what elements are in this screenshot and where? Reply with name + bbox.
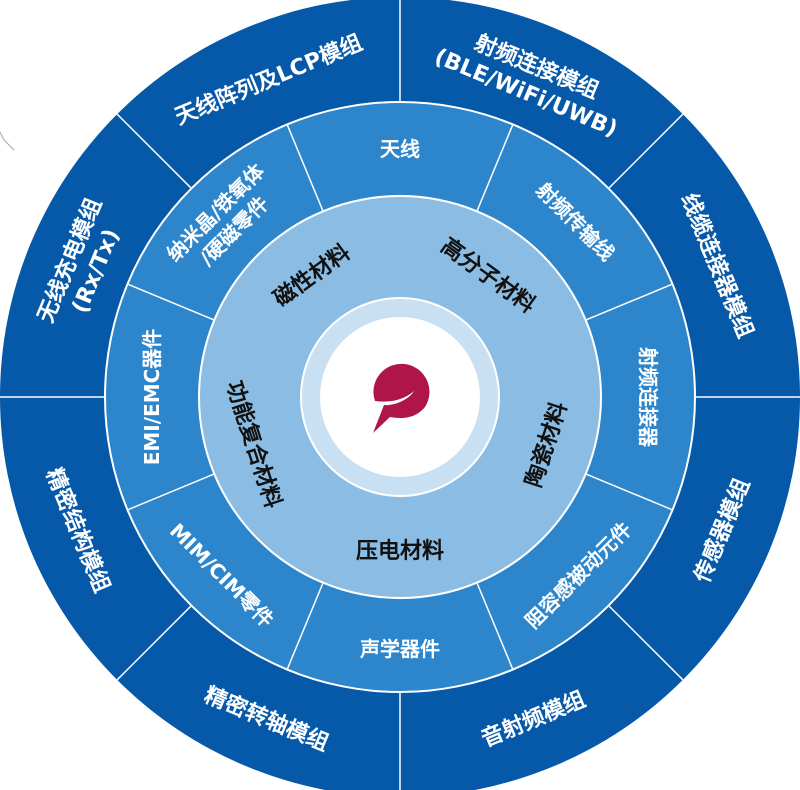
core [302,299,498,495]
middle-ring-divider [476,583,514,669]
middle-ring-divider [128,473,214,511]
frame-corner-line [0,131,15,151]
outer-ring-divider [116,605,192,681]
middle-ring-label: 声学器件 [359,637,440,661]
outer-ring-divider [608,113,684,189]
middle-ring-divider [586,473,672,511]
inner-ring [200,197,600,597]
middle-ring [106,103,694,691]
middle-ring-divider [286,583,324,669]
middle-ring-label: 天线 [380,137,420,161]
company-logo-icon [373,363,430,433]
middle-ring-divider [128,283,214,321]
inner-ring-band [200,197,600,597]
middle-ring-divider [586,283,672,321]
outer-ring-divider [608,605,684,681]
middle-ring-divider [476,125,514,211]
middle-ring-divider [286,125,324,211]
middle-ring-label: 射频连接器 [636,346,660,448]
outer-ring-divider [116,113,192,189]
middle-ring-label: EMI/EMC器件 [140,329,164,466]
middle-ring-band [106,103,694,691]
inner-ring-label: 压电材料 [356,539,444,564]
